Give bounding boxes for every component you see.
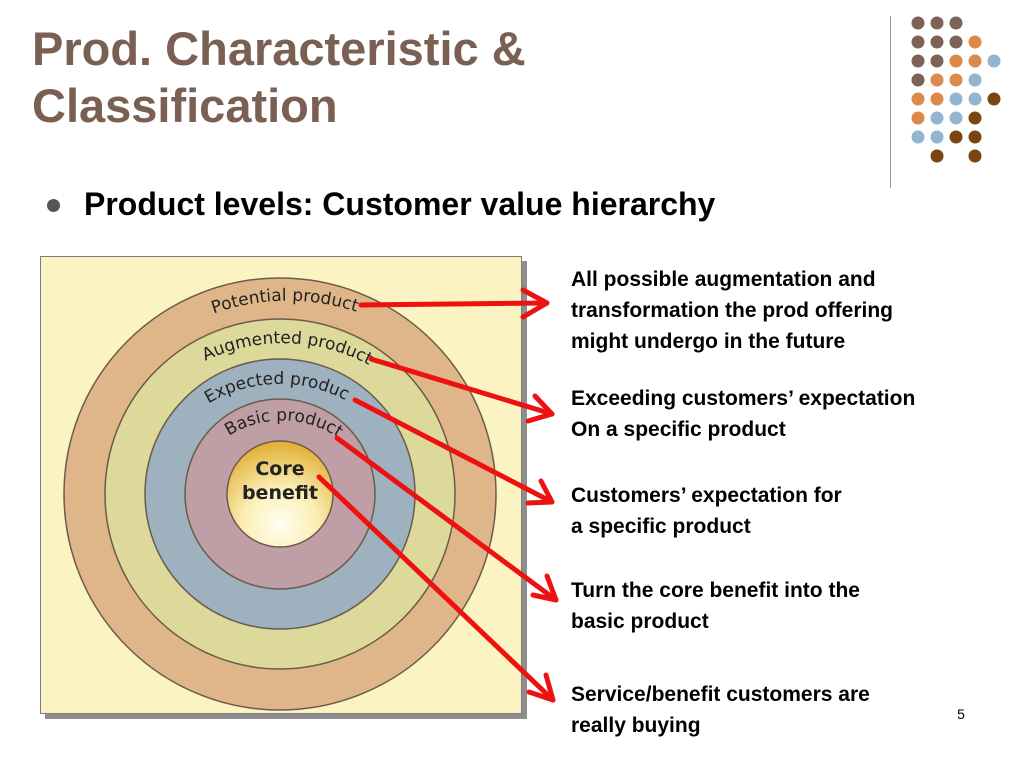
diagram-frame: Potential product Augmented product Expe…: [38, 242, 522, 714]
label-core-line-2: benefit: [242, 482, 318, 504]
decorative-dot: [949, 35, 963, 49]
arrow-core: [316, 474, 556, 703]
decorative-dot: [968, 111, 982, 125]
decorative-dot: [930, 54, 944, 68]
description-basic-line-2: basic product: [571, 610, 709, 633]
description-expected-line-2: a specific product: [571, 515, 751, 538]
description-augmented: Exceeding customers’ expectation On a sp…: [571, 383, 1011, 445]
decorative-dot: [968, 73, 982, 87]
slide-title-line-2: Classification: [32, 79, 338, 132]
decorative-dot: [968, 35, 982, 49]
decorative-dot: [930, 111, 944, 125]
decorative-dot: [911, 92, 925, 106]
description-potential-line-2: transformation the prod offering: [571, 299, 893, 322]
description-expected-line-1: Customers’ expectation for: [571, 484, 842, 507]
decorative-dot-grid: [911, 16, 1001, 163]
description-potential: All possible augmentation and transforma…: [571, 264, 1011, 357]
decorative-dot: [911, 54, 925, 68]
decorative-dot: [949, 92, 963, 106]
decorative-dot: [968, 149, 982, 163]
decorative-dot: [987, 54, 1001, 68]
decorative-dot: [968, 130, 982, 144]
bullet-text: Product levels: Customer value hierarchy: [84, 186, 716, 222]
decorative-dot: [949, 54, 963, 68]
description-basic: Turn the core benefit into the basic pro…: [571, 575, 1011, 637]
bullet-item: Product levels: Customer value hierarchy: [44, 184, 844, 228]
arrow-potential: [358, 287, 550, 320]
decorative-dot: [949, 73, 963, 87]
decorative-dot: [987, 92, 1001, 106]
decorative-dot: [930, 73, 944, 87]
description-potential-line-1: All possible augmentation and: [571, 268, 876, 291]
decorative-dot: [930, 16, 944, 30]
description-augmented-line-2: On a specific product: [571, 418, 786, 441]
decorative-dot: [949, 16, 963, 30]
decorative-dot: [949, 111, 963, 125]
decorative-dot: [930, 35, 944, 49]
arrow-augmented: [368, 356, 555, 424]
page-number: 5: [957, 706, 965, 722]
decorative-dot: [930, 130, 944, 144]
decorative-dot: [930, 92, 944, 106]
slide-title-line-1: Prod. Characteristic &: [32, 22, 526, 75]
title-divider-line: [890, 16, 891, 188]
product-levels-diagram: Potential product Augmented product Expe…: [38, 242, 497, 711]
decorative-dot: [911, 16, 925, 30]
decorative-dot: [911, 130, 925, 144]
description-core: Service/benefit customers are really buy…: [571, 679, 1011, 741]
description-basic-line-1: Turn the core benefit into the: [571, 579, 860, 602]
label-core-line-1: Core: [255, 458, 304, 480]
arrow-expected: [352, 397, 555, 506]
decorative-dot: [968, 54, 982, 68]
description-core-line-2: really buying: [571, 714, 701, 737]
description-augmented-line-1: Exceeding customers’ expectation: [571, 387, 916, 410]
description-expected: Customers’ expectation for a specific pr…: [571, 480, 1011, 542]
ring-core: [226, 440, 334, 548]
decorative-dot: [968, 92, 982, 106]
decorative-dot: [911, 111, 925, 125]
decorative-dot: [911, 73, 925, 87]
description-potential-line-3: might undergo in the future: [571, 330, 846, 353]
decorative-dot: [911, 35, 925, 49]
bullet-dot: [47, 199, 60, 212]
description-core-line-1: Service/benefit customers are: [571, 683, 870, 706]
decorative-dot: [930, 149, 944, 163]
arrow-basic: [334, 435, 559, 603]
decorative-dot: [949, 130, 963, 144]
slide-title: Prod. Characteristic & Classification: [32, 20, 852, 134]
